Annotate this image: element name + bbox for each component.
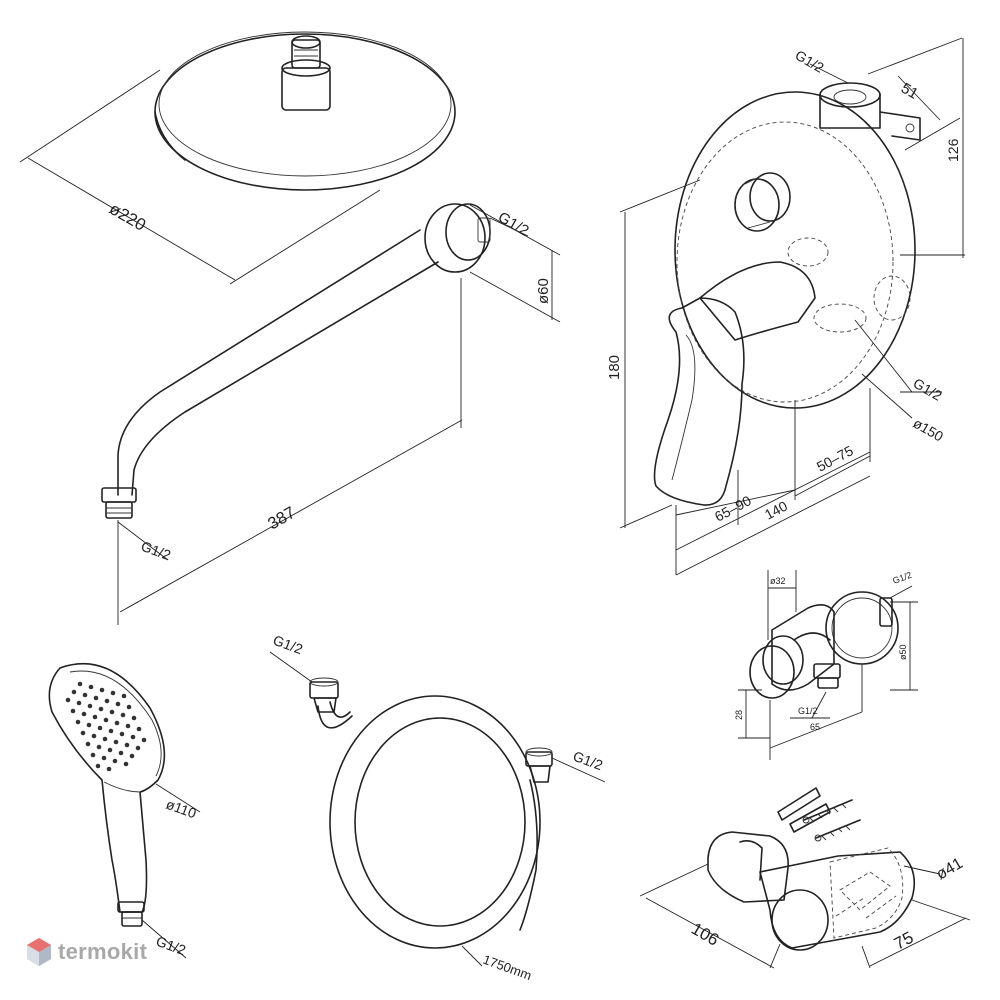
nozzle-dot xyxy=(80,730,86,736)
mixer-bracket-height-label: 126 xyxy=(945,138,961,162)
nozzle-dot xyxy=(125,723,131,729)
shower-head-diameter-dimension: ø220 xyxy=(19,69,381,285)
mixer-plate-diameter-label: ø150 xyxy=(911,415,947,445)
nozzle-dot xyxy=(81,711,87,717)
wall-outlet-bottom-thread-label: G1/2 xyxy=(798,706,818,716)
hand-shower-thread-label: G1/2 xyxy=(154,933,188,958)
nozzle-dot xyxy=(106,766,112,772)
nozzle-dot xyxy=(109,709,115,715)
nozzle-dot xyxy=(70,708,76,714)
shower-arm-length-label: 387 xyxy=(265,503,299,534)
watermark: termokit xyxy=(26,937,147,967)
mixer-outlet-label: G1/2 xyxy=(911,375,945,404)
nozzle-dot xyxy=(120,712,126,718)
nozzle-dot xyxy=(119,731,125,737)
nozzle-dot xyxy=(110,690,116,696)
shower-hose xyxy=(309,677,553,949)
nozzle-dot xyxy=(99,687,105,693)
wall-outlet-right-diameter-label: ø50 xyxy=(898,644,908,660)
nozzle-dot xyxy=(104,698,110,704)
nozzle-dot xyxy=(82,692,88,698)
nozzle-dot xyxy=(114,720,120,726)
shower-arm-flange-diameter-label: ø60 xyxy=(535,278,552,304)
nozzle-dot xyxy=(75,719,81,725)
hose-right-thread-label: G1/2 xyxy=(571,748,605,773)
nozzle-dot xyxy=(65,697,71,703)
shower-arm-bottom-thread-label: G1/2 xyxy=(139,538,173,563)
bath-mixer xyxy=(653,82,921,506)
hand-shower-nozzles xyxy=(65,681,147,772)
holder-diameter-label: ø41 xyxy=(934,855,966,884)
watermark-text: termokit xyxy=(58,939,148,964)
nozzle-dot xyxy=(88,684,94,690)
wall-holder xyxy=(707,831,916,951)
nozzle-dot xyxy=(135,745,141,751)
nozzle-dot xyxy=(131,715,137,721)
nozzle-dot xyxy=(93,695,99,701)
hand-shower-diameter-label: ø110 xyxy=(164,796,199,822)
nozzle-dot xyxy=(86,722,92,728)
wall-outlet-dimensions: ø32 G1/2 ø50 28 G1/2 65 xyxy=(734,570,918,760)
nozzle-dot xyxy=(77,681,83,687)
nozzle-dot xyxy=(141,737,147,743)
wall-plugs-and-screws xyxy=(777,787,861,842)
shower-arm-dimensions: G1/2 ø60 387 G1/2 xyxy=(117,204,561,625)
hose-dimensions: G1/2 G1/2 1750mm xyxy=(269,632,606,983)
holder-width-label: 75 xyxy=(891,928,917,954)
mixer-depth-b-label: 65–90 xyxy=(712,492,754,525)
rain-shower-head xyxy=(154,31,456,191)
hand-shower xyxy=(48,663,166,927)
mixer-bracket-width-label: 51 xyxy=(898,80,921,103)
nozzle-dot xyxy=(91,733,97,739)
nozzle-dot xyxy=(129,753,135,759)
nozzle-dot xyxy=(92,714,98,720)
nozzle-dot xyxy=(126,704,132,710)
nozzle-dot xyxy=(87,703,93,709)
nozzle-dot xyxy=(85,741,91,747)
cube-logo-icon xyxy=(27,938,51,966)
mixer-dimensions: G1/2 51 126 180 G1/2 ø150 50–75 65–90 14… xyxy=(606,37,965,576)
holder-dimensions: 106 75 ø41 xyxy=(639,855,971,969)
nozzle-dot xyxy=(121,693,127,699)
hose-left-thread-label: G1/2 xyxy=(271,632,305,657)
nozzle-dot xyxy=(112,758,118,764)
shower-head-diameter-label: ø220 xyxy=(106,199,149,235)
shower-arm xyxy=(101,203,491,519)
nozzle-dot xyxy=(108,728,114,734)
nozzle-dot xyxy=(123,761,129,767)
wall-outlet-elbow xyxy=(749,591,899,699)
nozzle-dot xyxy=(103,717,109,723)
wall-outlet-length-label: 65 xyxy=(810,722,820,732)
wall-outlet-height-label: 28 xyxy=(734,710,744,720)
mixer-height-label: 180 xyxy=(606,355,623,380)
nozzle-dot xyxy=(102,736,108,742)
wall-outlet-top-diameter-label: ø32 xyxy=(770,576,786,586)
wall-outlet-right-thread-label: G1/2 xyxy=(891,570,913,586)
nozzle-dot xyxy=(118,750,124,756)
nozzle-dot xyxy=(115,701,121,707)
nozzle-dot xyxy=(101,755,107,761)
nozzle-dot xyxy=(113,739,119,745)
nozzle-dot xyxy=(124,742,130,748)
nozzle-dot xyxy=(76,700,82,706)
nozzle-dot xyxy=(107,747,113,753)
hand-shower-dimensions: ø110 G1/2 xyxy=(141,783,201,959)
hose-length-label: 1750mm xyxy=(481,952,534,983)
nozzle-dot xyxy=(136,726,142,732)
nozzle-dot xyxy=(97,725,103,731)
nozzle-dot xyxy=(98,706,104,712)
mixer-inlet-label: G1/2 xyxy=(793,47,827,76)
nozzle-dot xyxy=(90,752,96,758)
nozzle-dot xyxy=(130,734,136,740)
nozzle-dot xyxy=(71,689,77,695)
nozzle-dot xyxy=(96,744,102,750)
nozzle-dot xyxy=(95,763,101,769)
